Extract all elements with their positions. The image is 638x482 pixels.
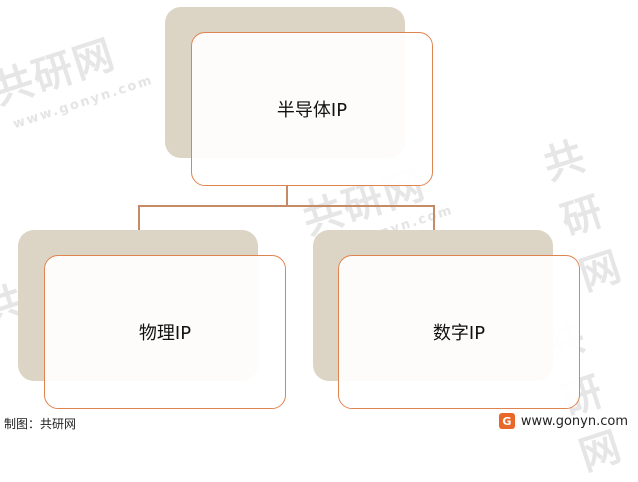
chart-credit: 制图：共研网	[4, 417, 77, 431]
connector-right-down	[433, 205, 435, 230]
right-node: 数字IP	[338, 255, 580, 409]
connector-left-down	[138, 205, 140, 230]
left-node-label: 物理IP	[138, 323, 192, 344]
root-node-label: 半导体IP	[276, 100, 348, 121]
root-node: 半导体IP	[191, 32, 433, 186]
connector-horizontal	[138, 205, 434, 207]
site-credit[interactable]: G www.gonyn.com	[498, 413, 628, 429]
watermark-brand: 共研网	[0, 31, 122, 115]
gonyn-logo-icon: G	[498, 413, 515, 429]
watermark-domain: www.gonyn.com	[11, 72, 156, 133]
connector-root-down	[286, 185, 288, 206]
left-node: 物理IP	[44, 255, 286, 409]
site-url[interactable]: www.gonyn.com	[520, 413, 628, 429]
right-node-label: 数字IP	[432, 323, 486, 344]
